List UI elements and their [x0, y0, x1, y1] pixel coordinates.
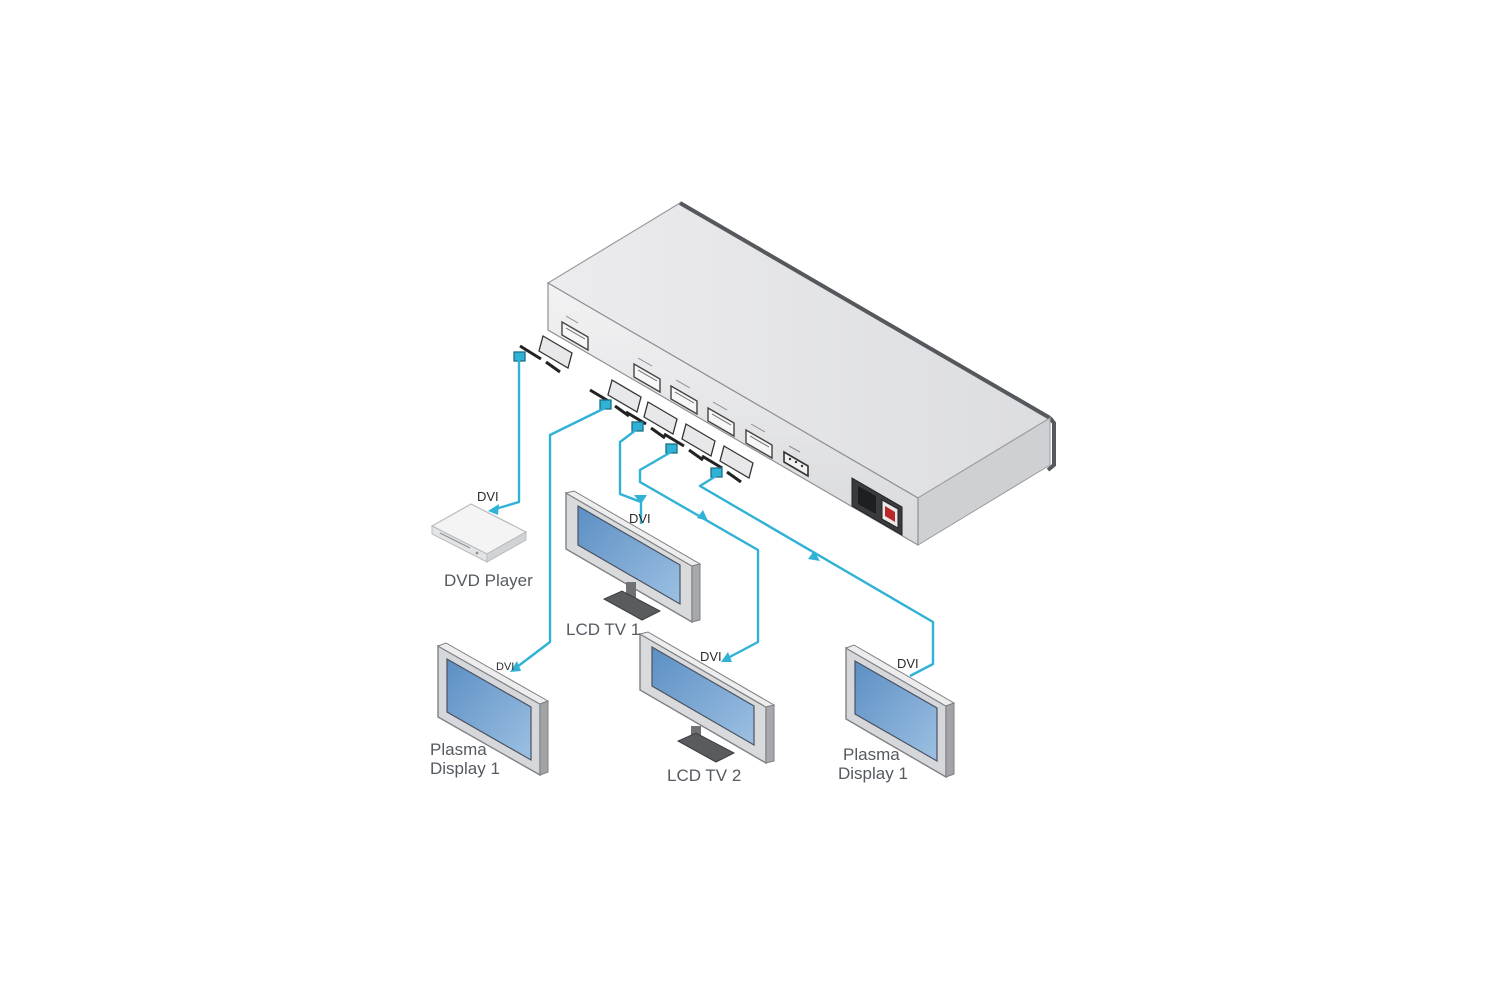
panel-print-marks [565, 315, 801, 453]
dvd-player-label: DVD Player [444, 571, 533, 590]
dvi-plug-input [513, 335, 573, 374]
dvd-player-connector-label: DVI [477, 489, 499, 504]
plasma-left-connector-label: DVI [496, 661, 515, 673]
arrow-lcd2-path-mid [697, 510, 708, 521]
lcd-tv-2-icon [638, 631, 776, 765]
switcher-unit [546, 201, 1056, 547]
dvi-plugs [513, 335, 754, 484]
arrow-lcd1-path [634, 495, 647, 504]
power-inlet [851, 477, 903, 536]
dvi-plug-output-2 [625, 401, 678, 440]
plasma-right-label-line2: Display 1 [838, 764, 908, 783]
plasma-display-right-icon [844, 644, 956, 779]
dvi-plug-output-1 [589, 379, 642, 418]
dvi-port-output-3 [707, 406, 735, 438]
dvi-port-input [561, 320, 589, 352]
plasma-left-label-line1: Plasma [430, 740, 487, 759]
plasma-left-label: Plasma Display 1 [430, 740, 500, 778]
rs232-port [783, 450, 809, 478]
dvi-port-output-4 [745, 428, 773, 460]
dvi-port-output-2 [670, 384, 698, 416]
lcd-tv-1-label: LCD TV 1 [566, 620, 641, 639]
dvi-plug-output-3 [663, 423, 716, 462]
cable-output4-to-plasma-right [698, 474, 935, 678]
arrow-to-dvd [488, 504, 499, 515]
plasma-display-left-icon [436, 642, 550, 777]
lcd-tv-1-icon [564, 490, 702, 624]
plasma-right-label: Plasma Display 1 [838, 745, 908, 783]
plasma-right-label-line1: Plasma [843, 745, 900, 764]
switcher-rear-panel [547, 281, 919, 547]
arrow-plasma-right-path [808, 551, 820, 561]
dvi-plug-output-4 [701, 445, 754, 484]
dvi-port-output-1 [633, 362, 661, 394]
plasma-right-connector-label: DVI [897, 656, 919, 671]
lcd-tv-2-label: LCD TV 2 [667, 766, 742, 785]
arrow-to-lcd2 [721, 652, 732, 662]
cable-output1-to-plasma-left [512, 406, 606, 671]
cable-output2-to-lcd1 [618, 429, 643, 524]
cable-dvd-to-input [491, 360, 521, 512]
dvd-player-icon [430, 503, 528, 563]
arrow-to-plasma-left [510, 661, 521, 672]
cable-arrows [488, 495, 820, 672]
plasma-left-label-line2: Display 1 [430, 759, 500, 778]
lcd-tv-1-connector-label: DVI [629, 511, 651, 526]
lcd-tv-2-connector-label: DVI [700, 649, 722, 664]
